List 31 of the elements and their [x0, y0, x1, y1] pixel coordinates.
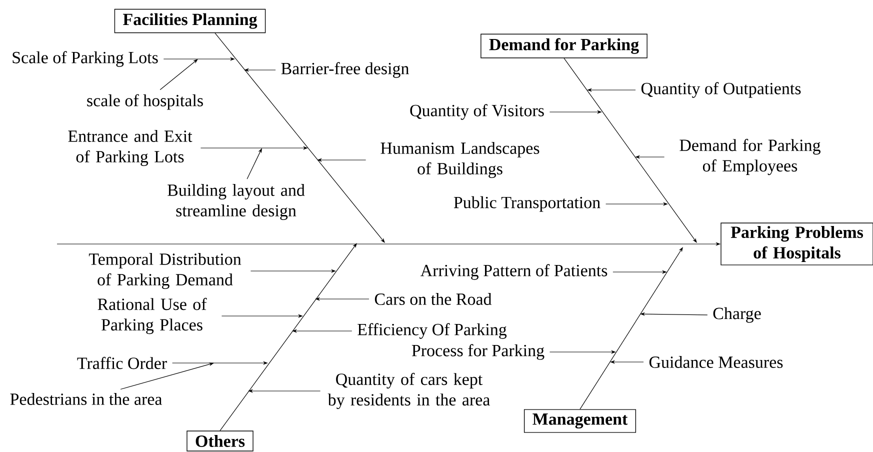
cause-label: Process for Parking [412, 344, 544, 360]
cause-label: Public Transportation [454, 196, 600, 212]
cause-label: Rational Use of Parking Places [98, 298, 207, 334]
category-box: Management [524, 409, 636, 433]
cause-label: Quantity of Outpatients [641, 82, 801, 98]
bone-arrow [220, 243, 357, 431]
cause-label: Arriving Pattern of Patients [420, 264, 608, 280]
category-box: Demand for Parking [480, 34, 648, 58]
cause-label: Charge [713, 307, 761, 323]
cause-label: Demand for Parking of Employees [680, 138, 820, 176]
cause-label: Guidance Measures [649, 356, 783, 368]
cause-label: Efficiency Of Parking [358, 323, 507, 339]
cause-label: Cars on the Road [374, 293, 492, 305]
cause-label: Temporal Distribution of Parking Demand [88, 253, 242, 289]
effect-box: Parking Problems of Hospitals [720, 222, 873, 266]
cause-label: Traffic Order [77, 356, 167, 370]
cause-label: Entrance and Exit of Parking Lots [68, 130, 192, 166]
cause-label: Building layout and streamline design [168, 184, 305, 220]
category-box: Facilities Planning [114, 8, 266, 34]
cause-label: Quantity of cars kept by residents in the area [328, 372, 490, 410]
bone-arrow [564, 58, 697, 243]
bone-arrow [580, 247, 683, 410]
category-box: Others [186, 430, 254, 452]
cause-label: scale of hospitals [87, 94, 203, 110]
cause-label: Pedestrians in the area [10, 393, 162, 405]
cause-label: Barrier-free design [281, 62, 409, 78]
arrow [160, 59, 198, 90]
cause-label: Humanism Landscapes of Buildings [380, 142, 540, 178]
cause-label: Scale of Parking Lots [12, 51, 158, 67]
bone-arrow [214, 32, 385, 243]
cause-label: Quantity of Visitors [410, 104, 544, 120]
